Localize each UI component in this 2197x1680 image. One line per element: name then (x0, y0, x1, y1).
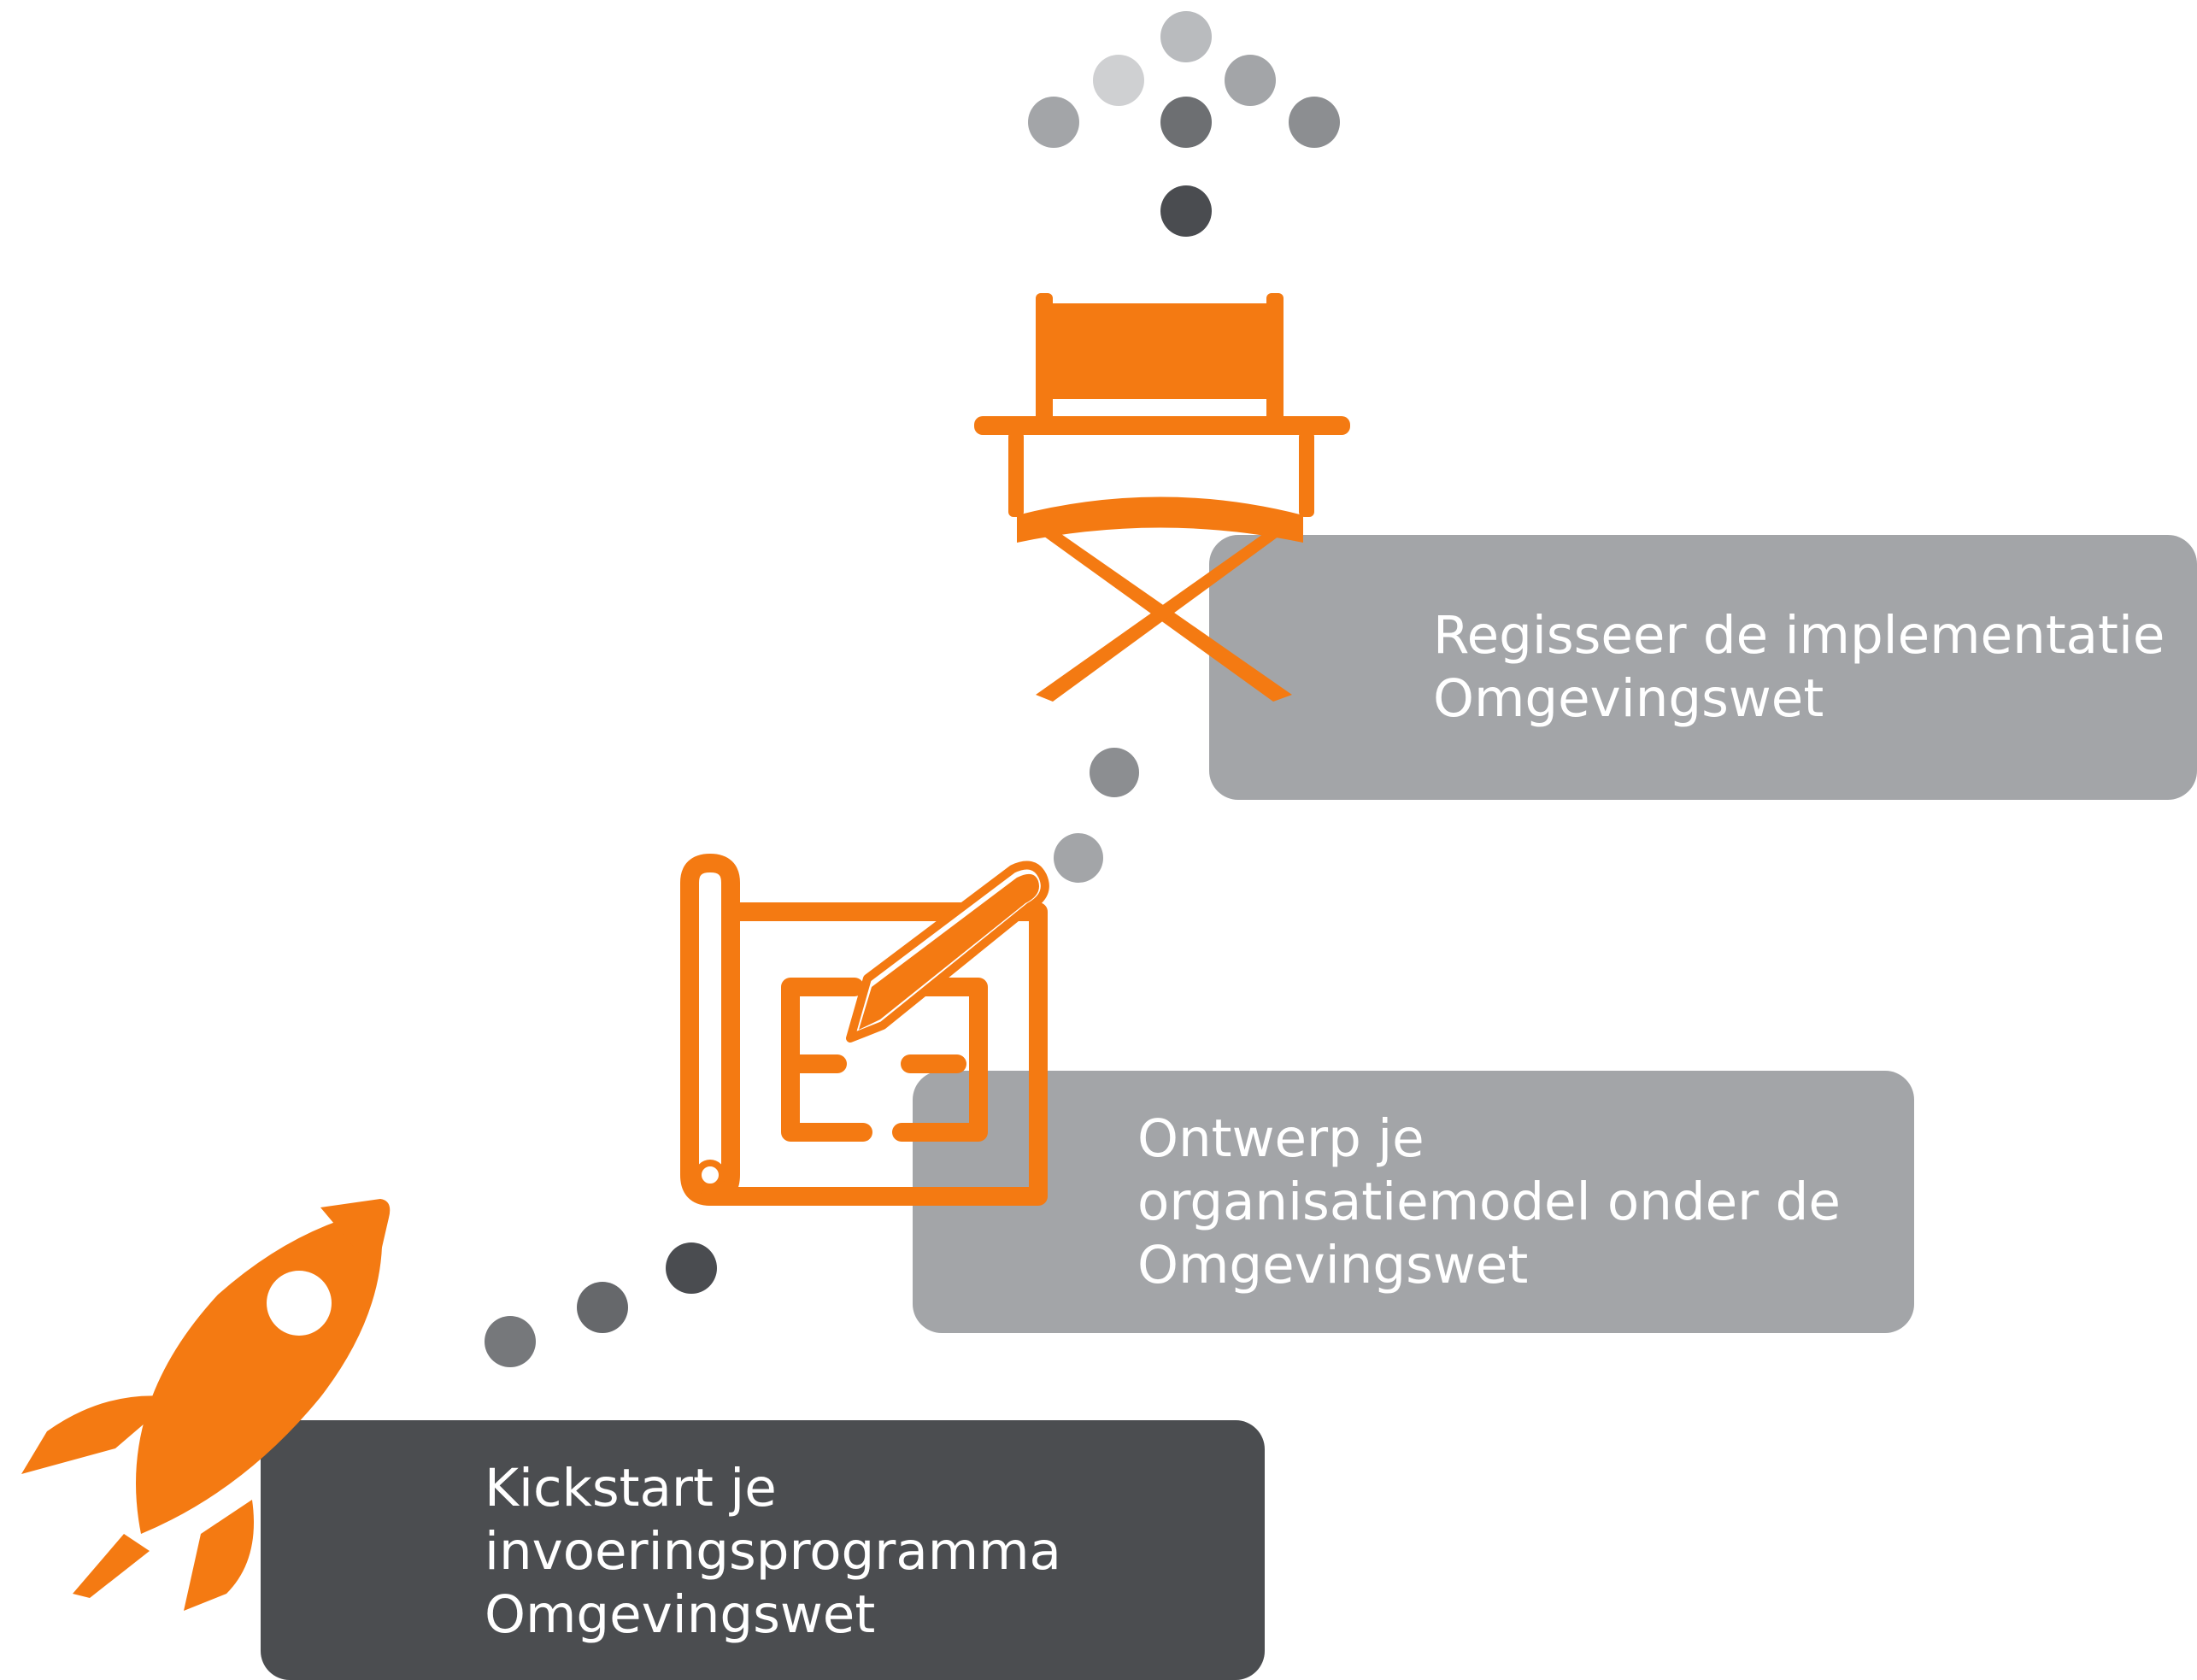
path-dot (1289, 97, 1340, 148)
rocket-icon (21, 1199, 391, 1611)
step-box-regisseer (1209, 535, 2197, 800)
blueprint-pencil-icon (680, 854, 1049, 1206)
step-label-line: Omgevingswet (1433, 668, 1824, 729)
step-box-kickstart (261, 1420, 1265, 1680)
path-dot (577, 1282, 628, 1333)
step-label-line: Kickstart je (485, 1458, 777, 1518)
step-label-regisseer: Regisseer de implementatie Omgevingswet (1433, 604, 2165, 731)
step-label-kickstart: Kickstart je invoeringsprogramma Omgevin… (485, 1457, 1061, 1647)
path-dot (1054, 833, 1103, 883)
path-dot (1160, 97, 1212, 148)
step-label-ontwerp: Ontwerp je organisatiemodel onder de Omg… (1137, 1107, 1841, 1297)
step-label-line: Omgevingswet (1137, 1235, 1529, 1295)
step-label-line: Ontwerp je (1137, 1108, 1425, 1169)
path-dot (485, 1316, 536, 1367)
director-chair-icon (974, 293, 1350, 702)
path-dot (1093, 55, 1144, 106)
step-label-line: invoeringsprogramma (485, 1521, 1061, 1582)
path-dot (666, 1242, 717, 1294)
step-box-ontwerp (913, 1071, 1914, 1333)
path-dot (1160, 185, 1212, 237)
step-label-line: Omgevingswet (485, 1584, 876, 1645)
path-dot (1225, 55, 1276, 106)
path-dot (1090, 748, 1139, 797)
step-label-line: Regisseer de implementatie (1433, 605, 2165, 666)
step-label-line: organisatiemodel onder de (1137, 1172, 1841, 1232)
path-dot (1028, 97, 1079, 148)
path-dot (1160, 11, 1212, 62)
